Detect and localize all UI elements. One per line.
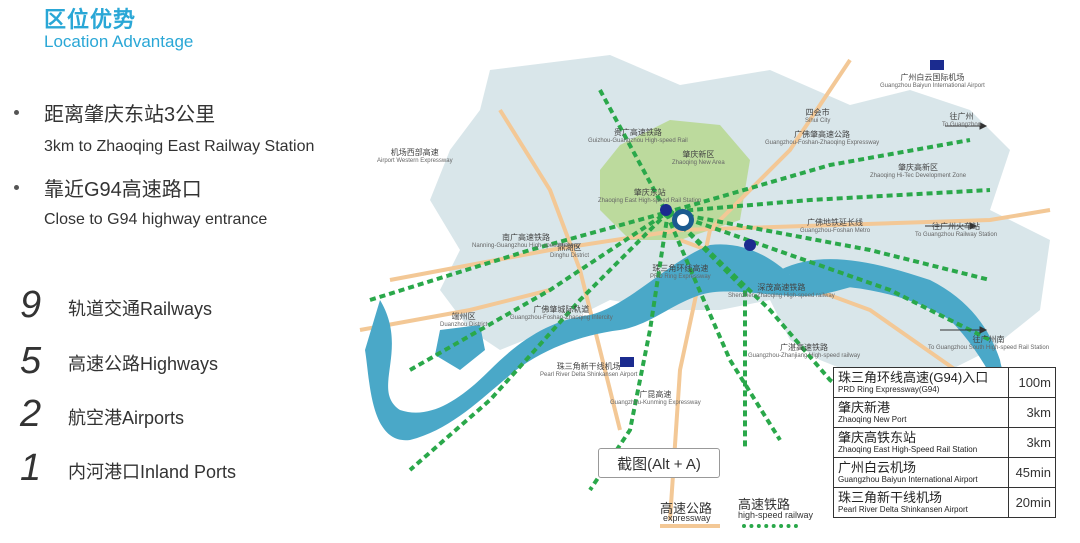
distance-value: 45min	[1008, 457, 1056, 488]
bullet-2-cn: 靠近G94高速路口	[44, 179, 202, 201]
stat-highways-num: 5	[20, 340, 42, 382]
stat-railways-num: 9	[20, 284, 42, 326]
legend-rail-label-en: high-speed railway	[738, 510, 814, 520]
river-lake	[435, 325, 485, 370]
page-title-en: Location Advantage	[44, 32, 194, 51]
page-title-cn: 区位优势	[44, 7, 137, 32]
distance-name-cn: 肇庆新港	[838, 399, 891, 415]
airport-plane-icon-north	[930, 60, 944, 70]
distance-name-cn: 珠三角环线高速(G94)入口	[838, 369, 989, 385]
river	[365, 244, 875, 441]
stat-ports-num: 1	[20, 447, 42, 489]
bullet-dot-2	[14, 185, 19, 190]
legend-expressway-label-cn: 高速公路	[660, 501, 713, 516]
location-map	[359, 55, 1051, 521]
direction-arrows	[925, 122, 988, 334]
zhaoqing-east-station-icon	[660, 204, 672, 216]
bullet-1-cn: 距离肇庆东站3公里	[44, 104, 216, 126]
distance-name-cn: 广州白云机场	[838, 459, 917, 475]
distance-name-cn: 珠三角新干线机场	[838, 489, 943, 505]
bullet-dot-1	[14, 110, 19, 115]
stat-airports-label: 航空港Airports	[68, 408, 185, 428]
stat-airports-num: 2	[20, 393, 42, 435]
bullet-1-en: 3km to Zhaoqing East Railway Station	[44, 138, 315, 155]
project-site-icon-inner	[677, 214, 689, 226]
legend-rail-line	[742, 524, 798, 528]
legend-expressway-label-en: expressway	[663, 513, 711, 523]
distance-name-en: Zhaoqing East High-Speed Rail Station	[838, 444, 978, 454]
distance-value: 3km	[1008, 397, 1056, 428]
distance-name-en: Pearl River Delta Shinkansen Airport	[838, 504, 968, 514]
distance-name-en: Zhaoqing New Port	[838, 414, 907, 424]
distance-name-en: Guangzhou Baiyun International Airport	[838, 474, 978, 484]
legend-expressway-line	[660, 524, 720, 528]
bullet-2-en: Close to G94 highway entrance	[44, 211, 268, 228]
stat-ports-label: 内河港口Inland Ports	[68, 462, 237, 482]
legend-rail-label-cn: 高速铁路	[738, 497, 791, 512]
screenshot-tooltip: 截图(Alt + A)	[598, 448, 720, 478]
distance-name-cn: 肇庆高铁东站	[838, 429, 917, 445]
airport-plane-icon-south	[620, 357, 634, 367]
distance-value: 20min	[1008, 487, 1056, 518]
distance-value: 3km	[1008, 427, 1056, 458]
distance-value: 100m	[1008, 367, 1056, 398]
port-anchor-icon	[744, 239, 756, 251]
stat-highways-label: 高速公路Highways	[68, 354, 219, 374]
stat-railways-label: 轨道交通Railways	[68, 299, 213, 319]
distance-name-en: PRD Ring Expressway(G94)	[838, 384, 940, 394]
